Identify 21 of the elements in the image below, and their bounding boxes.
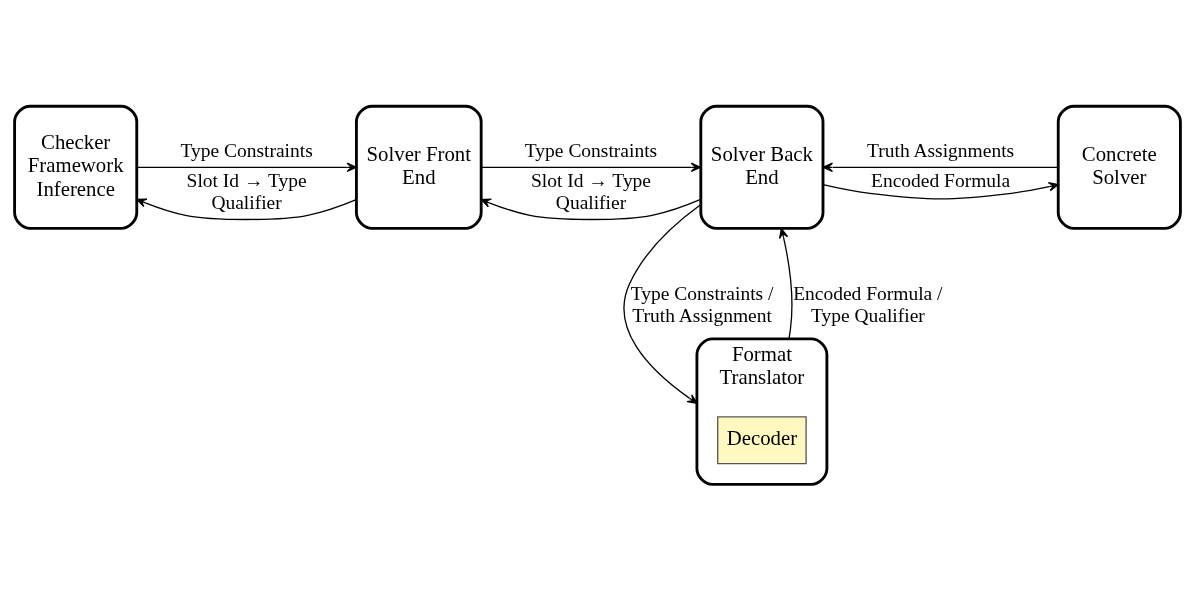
edge-label: Encoded Formula / Type Qualifier <box>793 282 943 326</box>
node-box: Concrete Solver <box>1056 104 1182 230</box>
edge-label: Encoded Formula <box>871 169 1011 191</box>
edge-label: Truth Assignments <box>867 139 1015 161</box>
edge-label: Slot Id → Type Qualifier <box>530 169 652 213</box>
node-box: Solver Front End <box>355 104 483 230</box>
arrow <box>136 197 357 220</box>
node-box: Decoder <box>717 415 807 464</box>
arrow <box>822 181 1059 199</box>
arrow <box>778 227 793 339</box>
arrow <box>822 162 1059 172</box>
edge-label: Type Constraints <box>524 139 658 161</box>
arrow <box>623 203 702 404</box>
edge-label: Type Constraints / Truth Assignment <box>630 282 774 326</box>
arrow <box>480 162 702 172</box>
node-box: Checker Framework Inference <box>13 104 139 230</box>
node-box: Solver Back End <box>699 104 825 230</box>
arrow <box>480 198 702 220</box>
edge-label: Type Constraints <box>180 139 313 161</box>
edge-label: Slot Id → Type Qualifier <box>186 169 307 213</box>
arrow <box>136 162 357 172</box>
